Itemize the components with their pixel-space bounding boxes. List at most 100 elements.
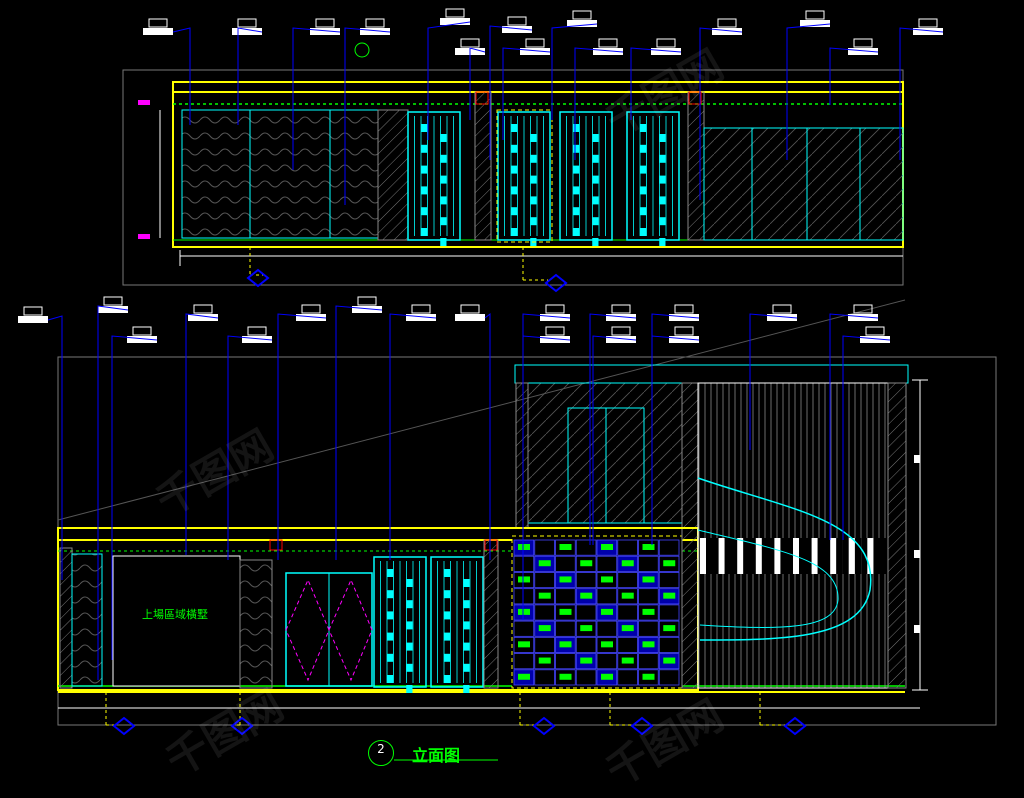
mosaic-tile xyxy=(762,556,768,562)
shelf-item xyxy=(663,657,676,664)
shelf-item xyxy=(601,576,613,583)
shelf-item xyxy=(642,641,655,648)
bottom-screen-panel-1 xyxy=(373,556,427,693)
shelf-item xyxy=(580,592,593,599)
mosaic-tile xyxy=(805,550,812,556)
mosaic-tile xyxy=(867,544,874,550)
mosaic-tile xyxy=(706,568,713,574)
shelf-cell xyxy=(534,669,555,686)
shelf-item xyxy=(601,641,613,648)
leader-tag-top-5 xyxy=(427,8,471,140)
shelf-cell xyxy=(575,636,597,653)
mosaic-tile xyxy=(743,550,750,556)
shelf-item xyxy=(642,544,655,550)
mosaic-tile xyxy=(811,568,818,574)
section-marker-4 xyxy=(630,716,654,736)
shelf-cell xyxy=(638,555,659,572)
mosaic-tile xyxy=(755,544,762,550)
mosaic-tile xyxy=(848,568,855,574)
section-marker-3 xyxy=(532,716,556,736)
shelf-item xyxy=(663,560,676,567)
mosaic-tile xyxy=(805,544,812,550)
leader-tag-top-6 xyxy=(489,16,533,160)
mosaic-tile xyxy=(824,544,830,550)
mosaic-tile xyxy=(830,544,837,550)
mosaic-tile xyxy=(749,544,756,550)
mosaic-tile xyxy=(805,538,812,544)
mosaic-tile xyxy=(855,568,861,574)
mosaic-tile xyxy=(743,544,750,550)
mosaic-tile xyxy=(799,550,806,556)
shelf-item xyxy=(538,657,551,664)
mosaic-tile xyxy=(762,568,768,574)
mosaic-tile xyxy=(848,562,855,568)
shelf-item xyxy=(518,641,530,648)
cad-elevation-drawing: 上場區域橫墅 2 立面图 千图网 千图网 千图网 千图网 xyxy=(18,8,997,796)
leader-tag-bottom-7 xyxy=(335,296,383,560)
mosaic-tile xyxy=(842,562,849,568)
mosaic-tile xyxy=(706,538,713,544)
mosaic-tile xyxy=(774,550,781,556)
leader-tag-bottom-13 xyxy=(592,326,637,545)
shelf-cell xyxy=(534,539,555,556)
mosaic-tile xyxy=(724,538,731,544)
mosaic-tile xyxy=(805,562,812,568)
mosaic-tile xyxy=(700,538,706,544)
shelf-item xyxy=(518,576,530,583)
leader-tag-top-1 xyxy=(143,18,191,125)
mosaic-tile xyxy=(799,568,806,574)
mosaic-tile xyxy=(817,538,824,544)
mosaic-tile xyxy=(780,538,787,544)
mosaic-tile xyxy=(712,550,719,556)
mosaic-tile xyxy=(873,568,880,574)
mosaic-tile xyxy=(743,562,750,568)
mosaic-tile xyxy=(768,538,775,544)
leader-tag-top-12 xyxy=(699,18,743,200)
title-number: 2 xyxy=(368,740,394,766)
leader-lines xyxy=(18,8,944,680)
shelf-item xyxy=(580,625,593,632)
shelf-cell xyxy=(534,572,555,589)
mosaic-tile xyxy=(774,538,781,544)
mosaic-tile xyxy=(755,562,762,568)
leader-tag-bottom-6 xyxy=(277,304,327,560)
mosaic-tile xyxy=(811,538,818,544)
shelf-cell xyxy=(596,620,618,637)
shelf-item xyxy=(580,560,593,567)
mosaic-tile xyxy=(743,568,750,574)
shelf-item xyxy=(518,608,530,615)
shelf-item xyxy=(518,544,530,550)
mosaic-tile xyxy=(848,556,855,562)
mosaic-tile xyxy=(836,568,843,574)
mosaic-tile xyxy=(824,562,830,568)
mosaic-tile xyxy=(724,550,731,556)
mosaic-tile xyxy=(824,550,830,556)
mosaic-tile xyxy=(700,556,706,562)
mosaic-tile xyxy=(817,550,824,556)
mosaic-tile xyxy=(861,562,868,568)
mosaic-tile xyxy=(731,538,737,544)
mosaic-tile xyxy=(712,562,719,568)
shelf-cell xyxy=(596,555,618,572)
shelf-cell xyxy=(513,555,535,572)
leader-tag-top-15 xyxy=(899,18,944,160)
mosaic-tile xyxy=(873,550,880,556)
leader-tag-top-10 xyxy=(574,38,624,160)
mosaic-tile xyxy=(700,544,706,550)
mosaic-tile xyxy=(867,562,874,568)
mosaic-tile xyxy=(724,562,731,568)
shelf-cell xyxy=(596,653,618,670)
top-elevation xyxy=(122,42,904,293)
shelf-cell xyxy=(638,653,659,670)
shelf-item xyxy=(663,625,676,632)
mosaic-tile xyxy=(793,538,799,544)
shelf-item xyxy=(559,544,572,550)
top-screen-panel-4 xyxy=(626,111,680,246)
mosaic-tile xyxy=(830,556,837,562)
shelf-item xyxy=(642,576,655,583)
shelf-cell xyxy=(555,620,576,637)
shelf-item xyxy=(559,641,572,648)
mosaic-tile xyxy=(879,538,886,544)
mosaic-tile xyxy=(762,562,768,568)
drawing-title: 立面图 xyxy=(412,746,461,765)
